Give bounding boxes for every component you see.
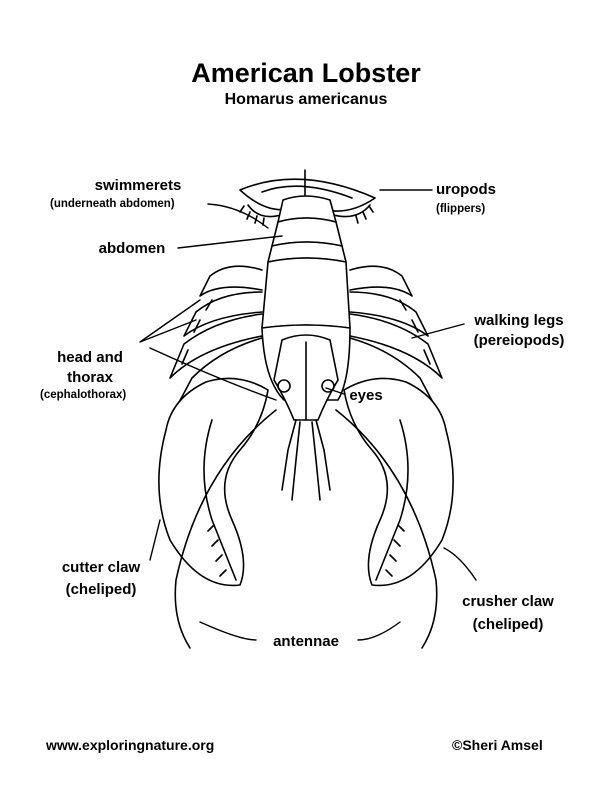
label-uropods-note: (flippers) [436, 203, 486, 215]
walking-legs-left-drawing [169, 265, 263, 409]
label-uropods: uropods [436, 181, 496, 198]
antennules-drawing [281, 419, 331, 501]
label-walking-legs: walking legs [474, 312, 564, 329]
footer-copyright: ©Sheri Amsel [452, 737, 543, 753]
carapace-drawing [273, 334, 339, 421]
label-abdomen: abdomen [98, 240, 166, 257]
page-title: American Lobster [191, 58, 421, 88]
antennae-drawing [174, 409, 438, 649]
label-head-thorax-2: thorax [67, 369, 113, 386]
label-eyes: eyes [349, 387, 383, 404]
label-swimmerets-note: (underneath abdomen) [50, 198, 175, 210]
label-cutter-claw: cutter claw [61, 559, 141, 576]
footer-url: www.exploringnature.org [46, 737, 215, 753]
leader-lines [139, 189, 477, 641]
right-eye [321, 379, 335, 393]
label-walking-legs-note: (pereiopods) [473, 332, 565, 349]
label-head-thorax-1: head and [57, 349, 123, 366]
label-cutter-claw-note: (cheliped) [65, 581, 137, 598]
label-crusher-claw-note: (cheliped) [472, 616, 544, 633]
label-head-thorax-note: (cephalothorax) [40, 389, 127, 401]
scientific-name: Homarus americanus [224, 91, 388, 108]
walking-legs-right-drawing [349, 265, 443, 409]
label-crusher-claw: crusher claw [462, 593, 554, 610]
label-antennae: antennae [273, 633, 339, 650]
label-swimmerets: swimmerets [94, 177, 182, 194]
left-eye [277, 379, 291, 393]
